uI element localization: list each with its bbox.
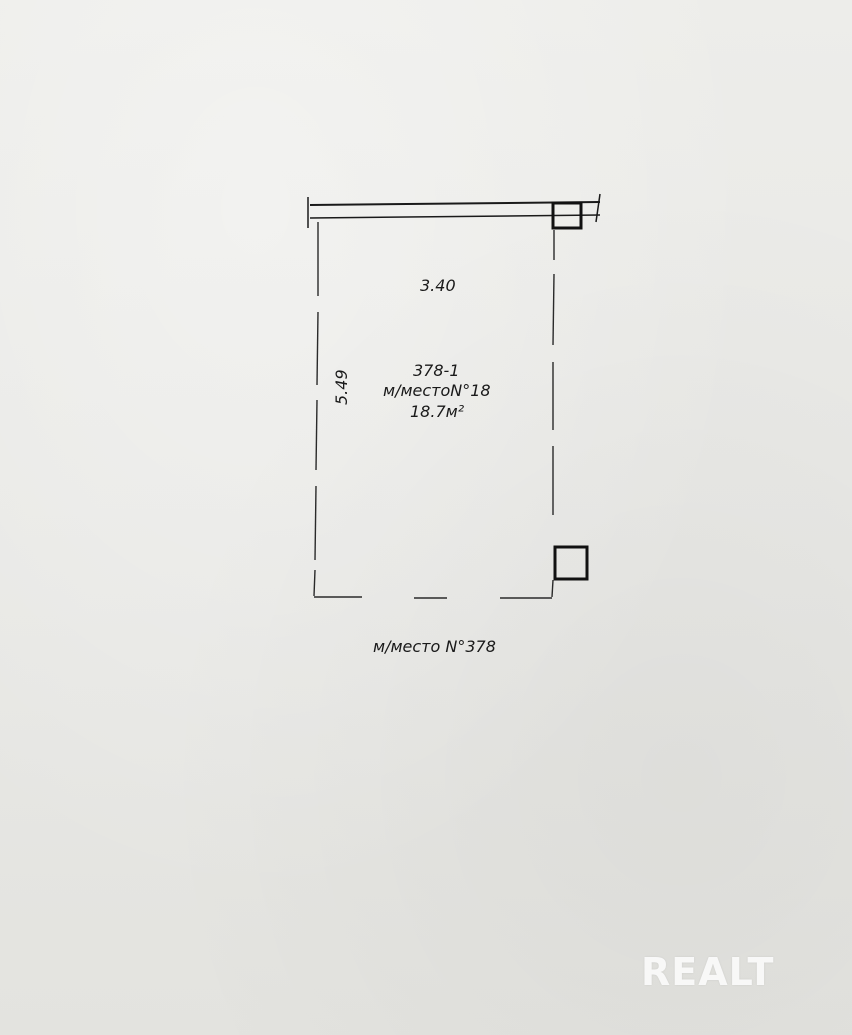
neighbor-space-label: м/место N°378 bbox=[373, 637, 496, 656]
width-dimension-label: 3.40 bbox=[420, 276, 456, 295]
column-bottom-right bbox=[553, 545, 589, 581]
unit-area-label: 18.7м² bbox=[410, 402, 465, 421]
unit-name-label: м/местоN°18 bbox=[383, 381, 491, 400]
unit-id-label: 378-1 bbox=[413, 361, 460, 380]
length-dimension-label: 5.49 bbox=[332, 369, 351, 405]
realt-watermark-logo: REALT bbox=[641, 950, 775, 994]
column-top-right bbox=[551, 201, 583, 230]
top-wall bbox=[307, 193, 601, 228]
parking-space-boundary bbox=[313, 222, 555, 599]
